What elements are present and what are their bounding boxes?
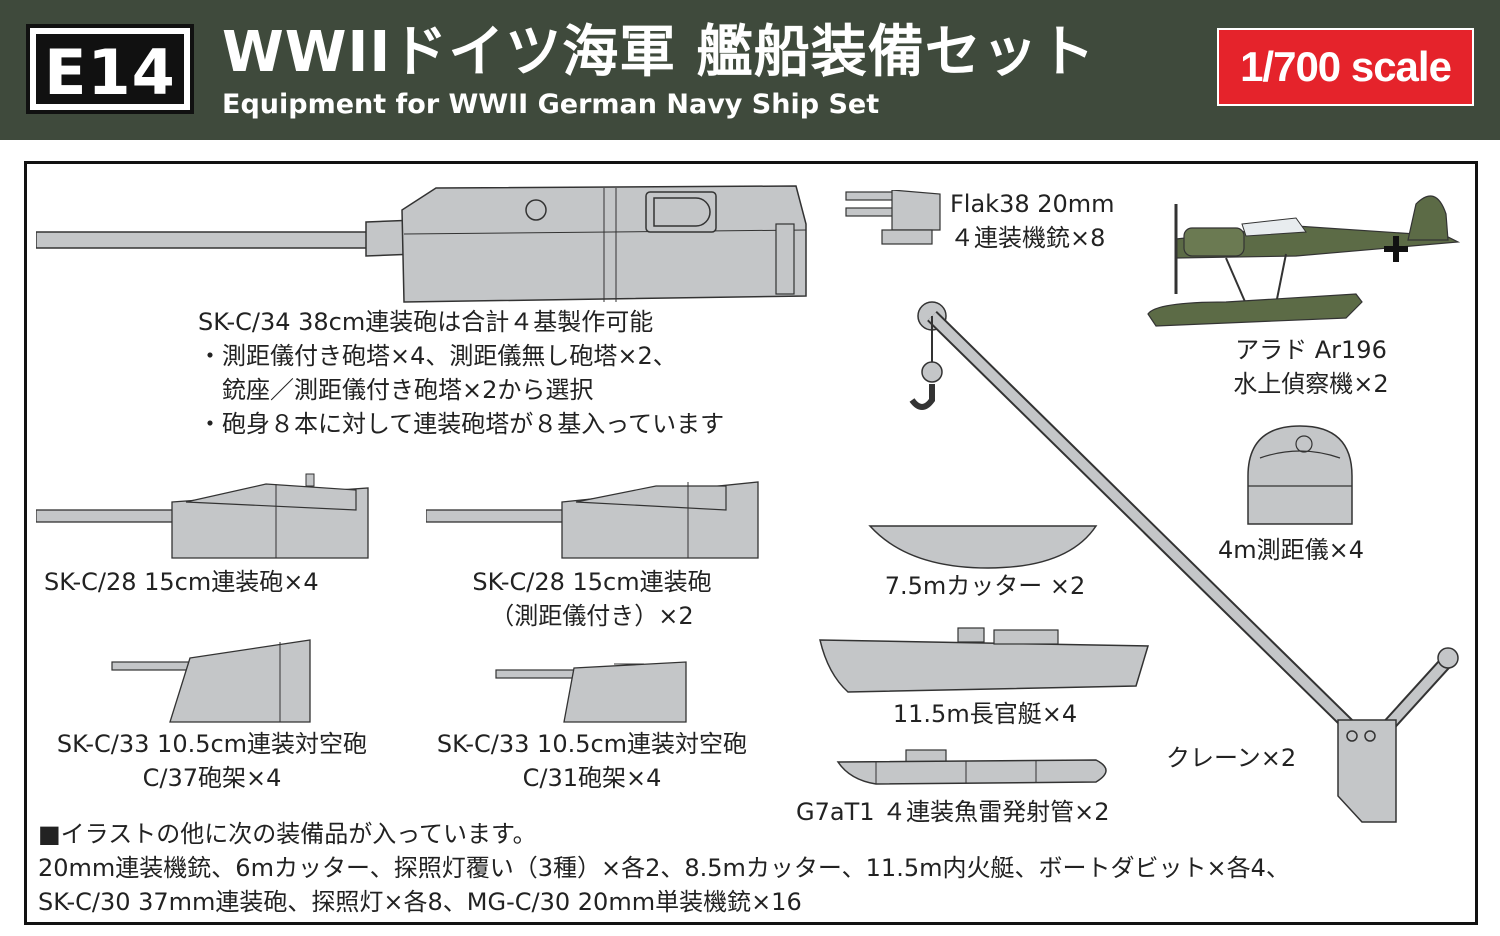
cutter-illustration [868,520,1100,570]
sk33-c31-caption-2: C/31砲架×4 [522,764,662,792]
scale-badge: 1/700 scale [1217,28,1474,106]
sk28-rangefinder-illustration [426,480,760,560]
launch-caption: 11.5m長官艇×4 [892,700,1078,728]
header-banner: E14 WWIIドイツ海軍 艦船装備セット Equipment for WWII… [0,0,1500,140]
sk33-c37-caption-1: SK-C/33 10.5cm連装対空砲 [56,730,368,758]
main-turret-caption-1: SK-C/34 38cm連装砲は合計４基製作可能 [198,308,654,336]
content-frame [24,161,1478,925]
product-code: E14 [36,34,184,109]
rangefinder-caption: 4m測距儀×4 [1218,536,1365,564]
flak38-illustration [842,190,942,246]
footer-note-list-1: 20mm連装機銃、6mカッター、探照灯覆い（3種）×各2、8.5mカッター、11… [38,854,1290,882]
flak38-caption-1: Flak38 20mm [950,190,1115,218]
footer-note-heading: ■イラストの他に次の装備品が入っています。 [38,820,537,848]
sk28-illustration [36,470,370,560]
crane-caption: クレーン×2 [1166,744,1297,772]
main-turret-caption-2: ・測距儀付き砲塔×4、測距儀無し砲塔×2、 [198,342,677,370]
torpedo-caption: G7aT1 ４連装魚雷発射管×2 [796,798,1110,826]
main-turret-illustration [36,184,812,306]
main-turret-caption-3: 銃座／測距儀付き砲塔×2から選択 [222,376,594,404]
main-turret-caption-4: ・砲身８本に対して連装砲塔が８基入っています [198,410,725,438]
sk33-c31-illustration [494,658,690,724]
launch-illustration [818,624,1150,694]
product-code-box: E14 [26,24,194,114]
sk28-rangefinder-caption-2: （測距儀付き）×2 [490,602,694,630]
sk28-rangefinder-caption-1: SK-C/28 15cm連装砲 [472,568,712,596]
sk33-c37-caption-2: C/37砲架×4 [142,764,282,792]
title-japanese: WWIIドイツ海軍 艦船装備セット [222,20,1096,85]
title-english: Equipment for WWII German Navy Ship Set [222,89,880,120]
arado-caption-2: 水上偵察機×2 [1233,370,1389,398]
cutter-caption: 7.5mカッター ×2 [884,572,1086,600]
arado-caption-1: アラド Ar196 [1235,336,1387,364]
sk28-caption: SK-C/28 15cm連装砲×4 [44,568,319,596]
sk33-c31-caption-1: SK-C/33 10.5cm連装対空砲 [436,730,748,758]
flak38-caption-2: ４連装機銃×8 [950,224,1106,252]
rangefinder-illustration [1244,424,1356,528]
footer-note-list-2: SK-C/30 37mm連装砲、探照灯×各8、MG-C/30 20mm単装機銃×… [38,888,802,916]
arado-illustration [1146,184,1466,334]
crane-illustration [900,296,1466,828]
sk33-c37-illustration [110,636,314,724]
torpedo-illustration [836,746,1118,792]
